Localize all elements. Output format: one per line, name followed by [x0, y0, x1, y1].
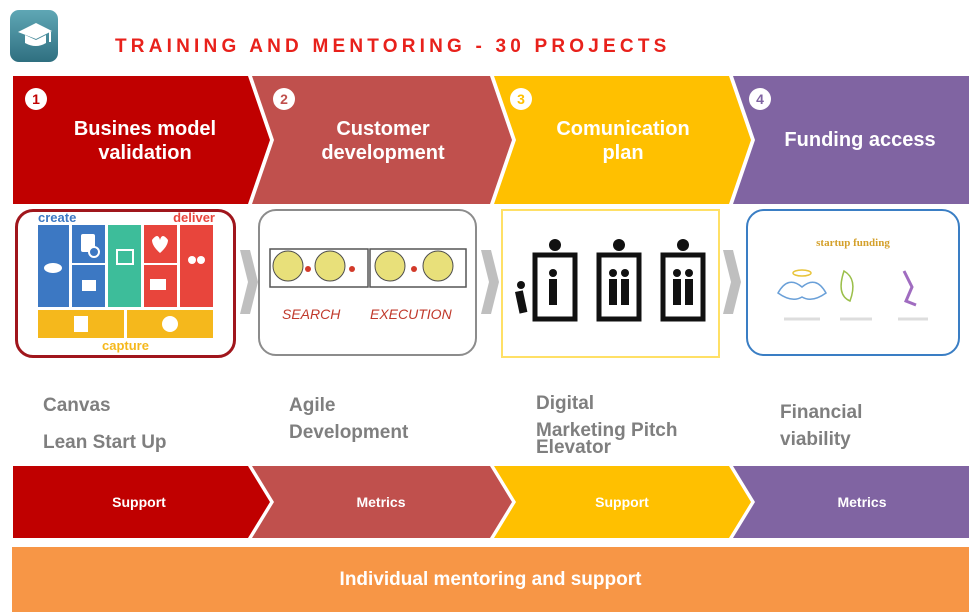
stage-1-label-line2: validation	[98, 142, 192, 164]
page-title: TRAINING AND MENTORING - 30 PROJECTS	[115, 36, 671, 57]
stage-1-label: Busines model validation	[45, 117, 245, 165]
stage-2-chevron	[252, 76, 512, 204]
connector-arrow-2	[481, 250, 499, 314]
elevator-pitch-illustration	[515, 239, 706, 322]
connector-arrow-3	[723, 250, 741, 314]
business-canvas-illustration	[38, 225, 213, 338]
tool-financial-line2: viability	[780, 429, 851, 450]
stage-4-number: 4	[749, 88, 771, 110]
stage-2-label: Customer development	[283, 117, 483, 165]
stage-4-label-line1: Funding access	[784, 129, 936, 151]
stage-4-chevron	[733, 76, 969, 204]
tool-canvas: Canvas	[43, 395, 111, 416]
elevator-pitch-card	[501, 209, 720, 358]
startup-funding-label: startup funding	[816, 237, 890, 249]
mentoring-footer-bar: Individual mentoring and support	[12, 547, 969, 612]
bottom-arrow-4-label: Metrics	[837, 494, 887, 510]
bottom-arrow-1-label: Support	[112, 494, 166, 510]
stage-2-label-line1: Customer	[336, 118, 430, 140]
canvas-card: create deliver capture	[15, 209, 236, 358]
tool-digital-line1: Digital	[536, 393, 595, 414]
tools-stage-1: Canvas Lean Start Up	[43, 392, 167, 456]
search-label: SEARCH	[282, 306, 341, 322]
customer-development-illustration	[269, 248, 467, 288]
tool-digital-line3: Elevator	[536, 437, 611, 458]
connector-arrow-1	[240, 250, 258, 314]
stage-1-number: 1	[25, 88, 47, 110]
funding-stages-illustration	[777, 269, 928, 321]
stage-4-label: Funding access	[760, 128, 960, 152]
execution-label: EXECUTION	[370, 306, 452, 322]
stage-3-label-line1: Comunication	[556, 118, 690, 140]
stage-3-chevron	[494, 76, 751, 204]
funding-card: startup funding	[746, 209, 960, 356]
tool-digital-line2: Marketing Pitch	[536, 420, 678, 441]
tool-lean-startup: Lean Start Up	[43, 432, 167, 453]
bottom-arrow-2-label: Metrics	[356, 494, 406, 510]
canvas-create-label: create	[38, 210, 77, 225]
bottom-arrow-1	[13, 466, 270, 538]
stage-2-number: 2	[273, 88, 295, 110]
bottom-arrow-4	[733, 466, 969, 538]
stage-3-label: Comunication plan	[523, 117, 723, 165]
graduation-cap-icon	[10, 10, 58, 62]
tool-financial-line1: Financial	[780, 402, 863, 423]
canvas-capture-label: capture	[102, 338, 149, 353]
tool-agile-line2: Development	[289, 422, 409, 443]
stage-1-chevron	[13, 76, 270, 204]
tools-stage-2: Agile Development	[289, 392, 408, 446]
stage-2-label-line2: development	[321, 142, 445, 164]
tools-stage-4: Financial viability	[780, 399, 862, 453]
bottom-arrow-3-label: Support	[595, 494, 649, 510]
bottom-arrow-2	[252, 466, 512, 538]
canvas-deliver-label: deliver	[173, 210, 215, 225]
stage-3-number: 3	[510, 88, 532, 110]
tool-agile-line1: Agile	[289, 395, 336, 416]
stage-1-label-line1: Busines model	[73, 118, 217, 140]
stage-3-label-line2: plan	[602, 142, 644, 164]
customer-development-card: SEARCH EXECUTION	[258, 209, 477, 356]
bottom-arrow-3	[494, 466, 751, 538]
tools-stage-3: Digital Marketing Pitch Elevator	[536, 390, 677, 461]
